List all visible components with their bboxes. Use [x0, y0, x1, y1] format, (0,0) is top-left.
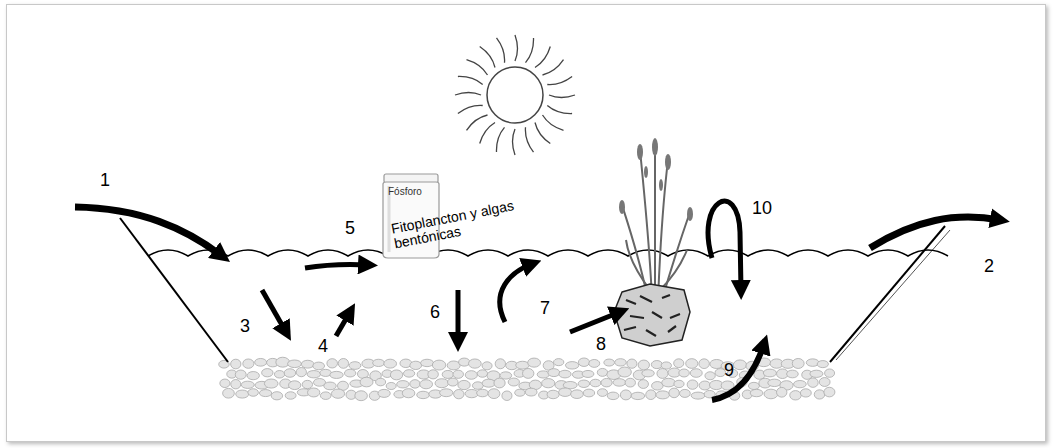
flux-arrow	[336, 312, 350, 336]
aquatic-plant	[619, 138, 693, 300]
flux-arrow	[262, 290, 286, 332]
callout-number: 3	[240, 316, 250, 336]
flux-arrow	[570, 312, 620, 332]
callout-number: 5	[345, 218, 355, 238]
flux-arrows	[75, 201, 1000, 400]
lake-bank	[836, 230, 950, 360]
callout-number: 9	[724, 360, 734, 380]
callout-number: 4	[318, 336, 328, 356]
callout-number: 10	[752, 198, 772, 218]
flux-arrow	[456, 290, 461, 342]
callout-number: 6	[430, 302, 440, 322]
callout-number: 8	[596, 334, 606, 354]
callout-number: 1	[100, 170, 110, 190]
water-surface	[148, 250, 948, 256]
lake-bank	[120, 218, 228, 362]
flux-arrow	[708, 201, 741, 290]
flux-arrow	[500, 264, 532, 322]
callout-number: 2	[984, 256, 994, 276]
callout-number: 7	[540, 298, 550, 318]
lake-bank	[830, 226, 945, 362]
sun	[455, 35, 575, 155]
flux-arrow	[305, 264, 368, 268]
jar-label: Fósforo	[380, 172, 442, 197]
root-rock	[614, 284, 690, 346]
flux-arrow	[712, 344, 764, 400]
flux-arrow	[75, 207, 222, 256]
flux-arrow	[870, 217, 1000, 248]
